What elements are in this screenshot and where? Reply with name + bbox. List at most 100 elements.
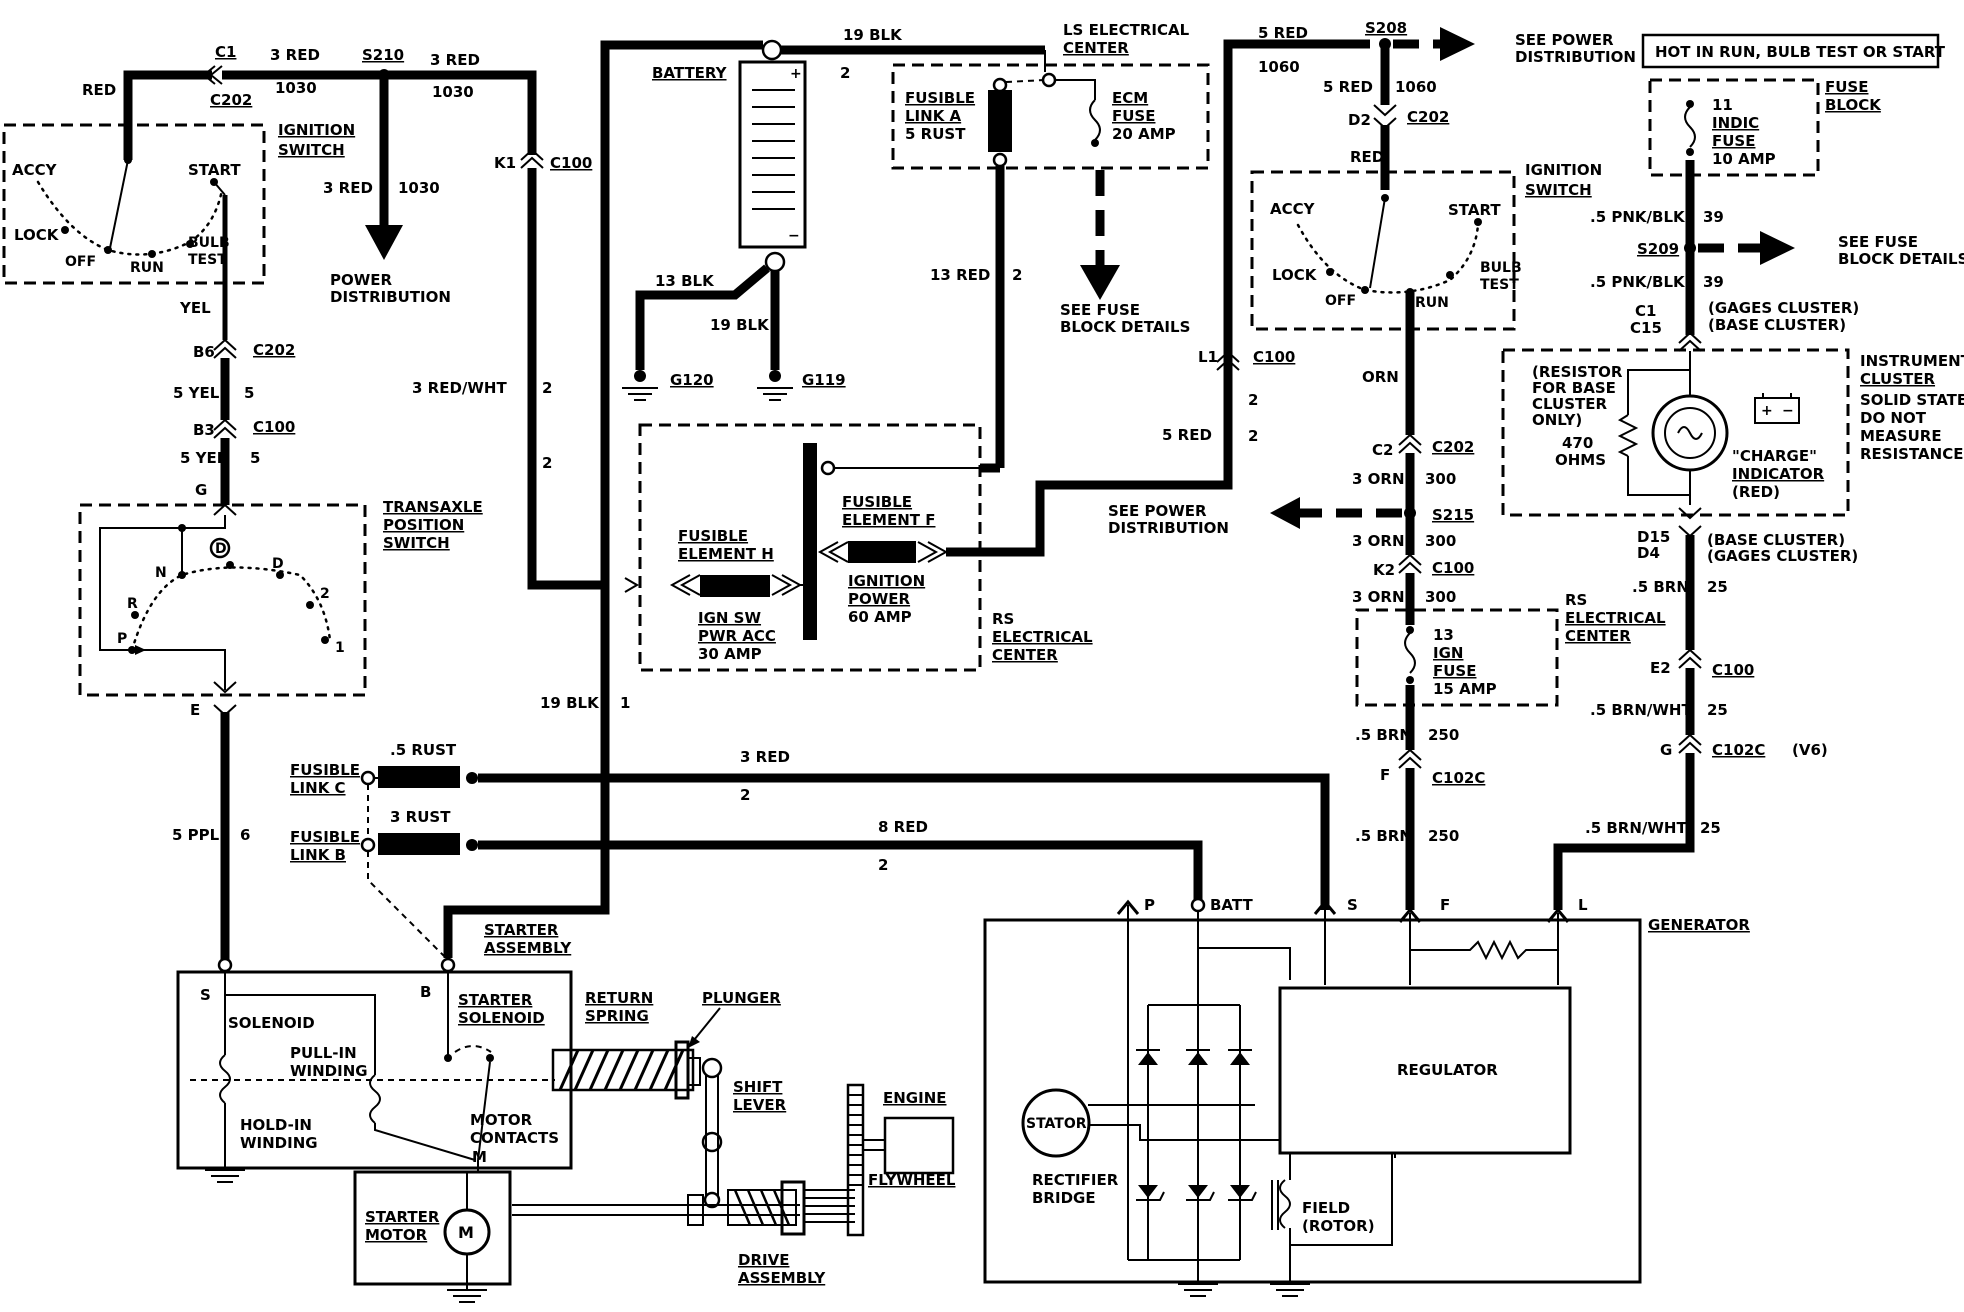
wire-3orn-1: 3 ORN <box>1352 470 1405 488</box>
pos-accy: ACCY <box>12 161 58 179</box>
conn-k2: K2 <box>1373 561 1395 579</box>
solid-state-4: RESISTANCE <box>1860 445 1963 463</box>
motor-contacts-2: CONTACTS <box>470 1129 559 1147</box>
wire-5red-s208: 5 RED <box>1323 78 1373 96</box>
conn-c1: C1 <box>215 43 236 61</box>
pos-r-bulb: BULB <box>1480 260 1522 276</box>
gear-d: D <box>272 556 284 572</box>
wire-5red-top: 5 RED <box>1258 24 1308 42</box>
transaxle-title-2: POSITION <box>383 516 464 534</box>
wire-25-3: 25 <box>1700 819 1721 837</box>
rs-center-2: ELECTRICAL <box>992 628 1093 646</box>
wire-8red: 8 RED <box>878 818 928 836</box>
wire-19blk-top: 19 BLK <box>843 26 903 44</box>
starter-motor-1: STARTER <box>365 1208 440 1226</box>
conn-c100-l1: C100 <box>1253 348 1295 366</box>
wire-3red-c: 3 RED <box>323 179 373 197</box>
ign-fuse-2: IGN <box>1433 644 1463 662</box>
wire-num2-13red: 2 <box>1012 266 1022 284</box>
svg-text:+: + <box>790 66 802 82</box>
svg-text:−: − <box>1782 403 1794 419</box>
conn-d2: D2 <box>1348 111 1371 129</box>
gen-l-label: L <box>1578 896 1588 914</box>
wire-5brn-2: .5 BRN <box>1355 827 1412 845</box>
fusible-a-1: FUSIBLE <box>905 89 975 107</box>
conn-c100-k2: C100 <box>1432 559 1474 577</box>
pos-start: START <box>188 161 241 179</box>
conn-c100-k1: C100 <box>550 154 592 172</box>
battery: BATTERY + − 19 BLK 2 13 BLK 19 BLK G120 … <box>600 26 1046 895</box>
conn-g-right: G <box>1660 741 1672 759</box>
resistor-note-2: FOR BASE <box>1532 379 1616 397</box>
solid-state-3: MEASURE <box>1860 427 1942 445</box>
wire-pnk-blk-2: .5 PNK/BLK <box>1590 273 1686 291</box>
wire-25-2: 25 <box>1707 701 1728 719</box>
fusible-a-2: LINK A <box>905 107 962 125</box>
pos-r-lock: LOCK <box>1272 266 1318 284</box>
conn-c202-top: C202 <box>210 91 252 109</box>
ign-sw-2: PWR ACC <box>698 627 776 645</box>
ohms-2: OHMS <box>1555 451 1606 469</box>
wire-num2-l1-a: 2 <box>1248 391 1258 409</box>
wire-250-1: 250 <box>1428 726 1459 744</box>
indic-fuse-3: FUSE <box>1712 132 1755 150</box>
wire-300-2: 300 <box>1425 532 1456 550</box>
wire-num1: 1 <box>620 694 630 712</box>
solid-state-1: SOLID STATE <box>1860 391 1964 409</box>
ign-switch-r-2: SWITCH <box>1525 181 1592 199</box>
power-dist-1: POWER <box>330 271 393 289</box>
conn-e2: E2 <box>1650 659 1671 677</box>
wire-1060-top: 1060 <box>1258 58 1300 76</box>
ign-fuse-3: FUSE <box>1433 662 1476 680</box>
ign-power-3: 60 AMP <box>848 608 912 626</box>
ign-sw-1: IGN SW <box>698 609 761 627</box>
motor-contacts-1: MOTOR <box>470 1111 533 1129</box>
wire-5rust: .5 RUST <box>390 741 457 759</box>
pull-in-1: PULL-IN <box>290 1044 357 1062</box>
wire-num6: 6 <box>240 826 250 844</box>
fusible-h-2: ELEMENT H <box>678 545 774 563</box>
ignition-switch-title-2: SWITCH <box>278 141 345 159</box>
top-left-wiring: RED 3 RED 1030 3 RED 1030 C1 C202 S210 3… <box>82 43 537 306</box>
stator-label: STATOR <box>1026 1116 1087 1132</box>
pos-r-start: START <box>1448 201 1501 219</box>
rectifier-1: RECTIFIER <box>1032 1171 1119 1189</box>
wire-19blk-b: 19 BLK <box>710 316 770 334</box>
pos-r-off: OFF <box>1325 293 1356 309</box>
starter-sol-2: SOLENOID <box>458 1009 545 1027</box>
gear-n: N <box>155 565 167 581</box>
gen-f-label: F <box>1440 896 1450 914</box>
return-spring-1: RETURN <box>585 989 653 1007</box>
wire-3red-a: 3 RED <box>270 46 320 64</box>
ecm-fuse-3: 20 AMP <box>1112 125 1176 143</box>
wire-2-b: 2 <box>542 454 552 472</box>
gear-1: 1 <box>335 640 345 656</box>
wire-1030-b: 1030 <box>432 83 474 101</box>
fusible-links-cb: FUSIBLE LINK C FUSIBLE LINK B .5 RUST 3 … <box>290 694 1330 961</box>
conn-c202-d2: C202 <box>1407 108 1449 126</box>
gear-2: 2 <box>320 586 330 602</box>
yel-wire-chain: YEL B6 C202 5 YEL 5 B3 C100 5 YEL 5 G <box>173 285 295 516</box>
wire-5red-l1: 5 RED <box>1162 426 1212 444</box>
shift-lever-1: SHIFT <box>733 1078 783 1096</box>
wire-orn: ORN <box>1362 368 1399 386</box>
starter-mechanism: RETURN SPRING PLUNGER SHIFT LEVER DRIVE … <box>353 989 956 1303</box>
wire-num2-batt: 2 <box>840 64 850 82</box>
wire-13blk: 13 BLK <box>655 272 715 290</box>
rs-electrical-center: FUSIBLE ELEMENT H IGN SW PWR ACC 30 AMP … <box>638 360 1233 672</box>
gen-terminal-p: P <box>1116 896 1155 1260</box>
ecm-fuse-1: ECM <box>1112 89 1148 107</box>
charge-3: (RED) <box>1732 483 1780 501</box>
splice-s210: S210 <box>362 46 404 64</box>
wire-num5-2: 5 <box>250 449 260 467</box>
conn-c202-mid: C202 <box>253 341 295 359</box>
wire-yel: YEL <box>179 299 211 317</box>
transaxle-title-3: SWITCH <box>383 534 450 552</box>
generator-label: GENERATOR <box>1648 916 1750 934</box>
starter-asm-2: ASSEMBLY <box>484 939 572 957</box>
svg-text:D: D <box>215 541 227 557</box>
pos-off: OFF <box>65 254 96 270</box>
wire-5yel-1: 5 YEL <box>173 384 220 402</box>
fusible-c-2: LINK C <box>290 779 346 797</box>
